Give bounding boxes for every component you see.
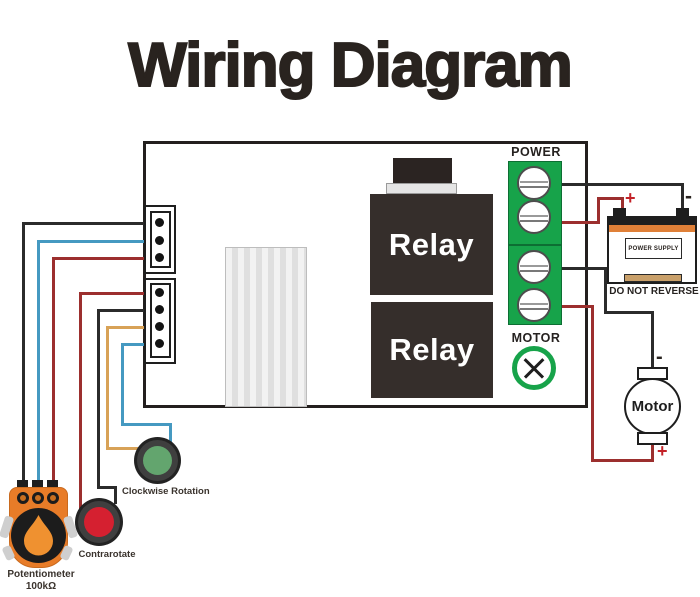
motor: Motor	[624, 378, 681, 435]
contrarotate-button-cap	[84, 507, 114, 537]
battery-cap	[609, 218, 695, 225]
wire-segment	[113, 485, 117, 504]
wire-segment	[36, 239, 157, 243]
screw-terminal-icon	[517, 166, 551, 200]
pot-terminal	[32, 480, 43, 488]
wire-segment	[78, 291, 82, 514]
battery-terminal-negative	[676, 208, 689, 217]
wire-segment	[120, 422, 172, 426]
pot-knob-drop-icon	[24, 515, 53, 556]
potentiometer-value: 100kΩ	[25, 581, 57, 592]
power-terminal-label: POWER	[511, 145, 561, 159]
wire-segment	[543, 266, 607, 270]
wire-segment	[51, 256, 55, 484]
pin-icon	[155, 305, 164, 314]
wire-segment	[596, 196, 600, 224]
wire-segment	[120, 342, 124, 426]
heatsink	[225, 247, 307, 407]
wire-segment	[680, 182, 684, 212]
connector-4pin-inner	[150, 283, 171, 358]
wire-segment	[120, 342, 157, 346]
pin-icon	[155, 322, 164, 331]
wire-segment	[603, 266, 607, 314]
contrarotate-button	[75, 498, 123, 546]
pot-terminal	[47, 480, 58, 488]
do-not-reverse-warning: DO NOT REVERSE	[609, 286, 699, 297]
clockwise-button	[134, 437, 181, 484]
pin-icon	[155, 339, 164, 348]
pot-screw-icon	[47, 492, 59, 504]
wire-segment	[105, 325, 157, 329]
page-title: Wiring Diagram	[127, 30, 574, 101]
wire-segment	[650, 438, 654, 462]
wire-segment	[543, 304, 594, 308]
contrarotate-button-label: Contrarotate	[78, 549, 136, 560]
screw-terminal-icon	[517, 250, 551, 284]
power-supply: POWER SUPPLY	[607, 216, 697, 284]
wire-segment	[543, 182, 684, 186]
wire-segment	[105, 446, 143, 450]
pot-terminal	[17, 480, 28, 488]
relay-2: Relay	[371, 302, 493, 398]
motor-symbol-icon	[512, 346, 556, 390]
battery-bottom-strip	[624, 274, 682, 282]
wire-segment	[590, 458, 654, 462]
pot-screw-icon	[17, 492, 29, 504]
wire-segment	[168, 422, 172, 445]
battery-terminal-positive	[613, 208, 626, 217]
wire-segment	[36, 239, 40, 484]
pin-icon	[155, 253, 164, 262]
motor-minus-sign: -	[656, 346, 663, 368]
motor-plus-sign: +	[657, 441, 668, 461]
wire-segment	[650, 310, 654, 371]
wire-segment	[105, 325, 109, 450]
motor-terminal-label: MOTOR	[511, 331, 561, 345]
wire-segment	[543, 220, 600, 224]
potentiometer-label: Potentiometer	[7, 569, 75, 580]
pot-knob-icon	[11, 508, 66, 563]
pot-screw-icon	[32, 492, 44, 504]
wire-segment	[620, 196, 624, 212]
wire-segment	[590, 304, 594, 462]
motor-bottom-terminal	[637, 432, 668, 445]
power-supply-label: POWER SUPPLY	[625, 238, 682, 259]
wire-segment	[21, 221, 25, 484]
wire-segment	[96, 308, 100, 489]
wire-segment	[78, 291, 157, 295]
pin-icon	[155, 218, 164, 227]
pin-icon	[155, 288, 164, 297]
wire-segment	[96, 308, 157, 312]
clockwise-button-label: Clockwise Rotation	[122, 486, 210, 497]
capacitor-base	[386, 183, 457, 194]
wire-segment	[603, 310, 654, 314]
pin-icon	[155, 236, 164, 245]
wire-segment	[96, 485, 117, 489]
clockwise-button-cap	[143, 446, 172, 475]
battery-band	[609, 225, 695, 232]
capacitor-icon	[393, 158, 452, 184]
wire-segment	[596, 196, 624, 200]
screw-terminal-icon	[517, 288, 551, 322]
relay-1: Relay	[370, 194, 493, 295]
wire-segment	[51, 256, 157, 260]
wire-segment	[21, 221, 157, 225]
battery-minus-sign: -	[685, 185, 692, 208]
battery-plus-sign: +	[625, 188, 636, 208]
screw-terminal-icon	[517, 200, 551, 234]
